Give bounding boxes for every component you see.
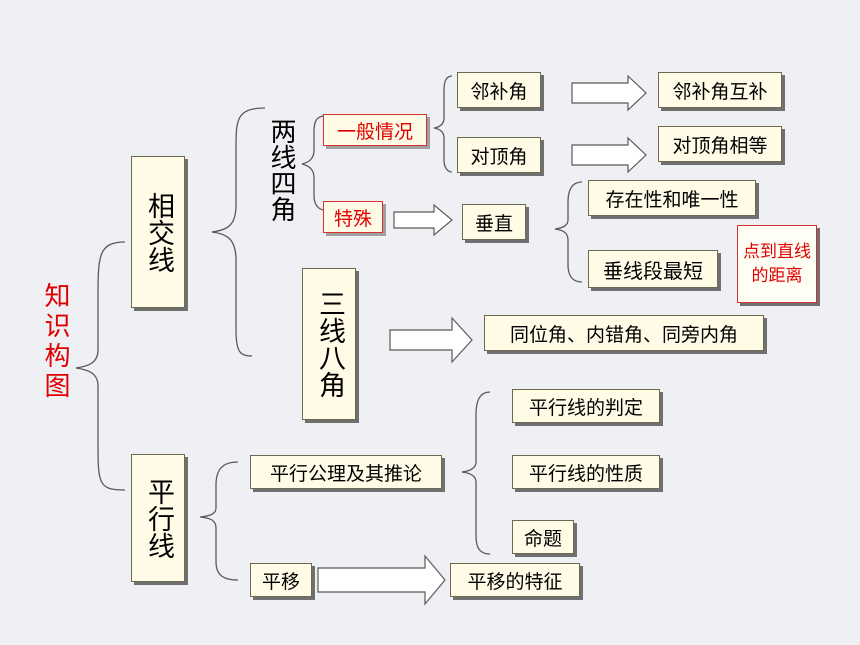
node-mingti: 命题 [512, 520, 574, 554]
node-linbujiao-hubu: 邻补角互补 [658, 72, 782, 108]
yiban-brace [433, 75, 453, 173]
node-cunzai: 存在性和唯一性 [588, 180, 756, 216]
arrow-duiding [571, 136, 647, 174]
node-teshu: 特殊 [323, 201, 383, 233]
arrow-sanxian [389, 316, 473, 364]
node-sanxianbajiao: 三线八角 [302, 268, 356, 420]
node-duidingjiao: 对顶角 [457, 137, 541, 173]
node-chuizhi: 垂直 [462, 204, 526, 240]
node-gongli: 平行公理及其推论 [250, 455, 442, 489]
xiangjiao-brace [211, 107, 266, 357]
node-pingxingxian: 平行线 [131, 454, 185, 582]
node-linbujiao: 邻补角 [457, 72, 541, 108]
liangxian-brace [301, 115, 326, 211]
arrow-teshu [393, 203, 453, 237]
node-juli-note: 点到直线的距离 [737, 225, 817, 303]
node-sanxian-result: 同位角、内错角、同旁内角 [484, 315, 764, 351]
node-pingyi: 平移 [250, 563, 312, 597]
node-pingyi-tezheng: 平移的特征 [450, 563, 580, 597]
node-duidingjiao-xiangdeng: 对顶角相等 [658, 126, 782, 162]
gongli-brace [461, 391, 491, 555]
node-chuixianduan: 垂线段最短 [588, 250, 718, 288]
node-liangxiansijiao: 两线四角 [266, 118, 296, 222]
node-yiban: 一般情况 [323, 114, 427, 146]
pingxing-brace [199, 461, 239, 581]
root-brace [75, 241, 126, 491]
node-xiangjiaoxian: 相交线 [131, 156, 185, 308]
root-label: 知识构图 [40, 282, 70, 402]
chuizhi-brace [554, 181, 583, 283]
node-xingzhi: 平行线的性质 [512, 455, 660, 489]
arrow-pingyi [317, 554, 446, 606]
node-panding: 平行线的判定 [512, 389, 660, 423]
arrow-linbu [571, 74, 647, 112]
